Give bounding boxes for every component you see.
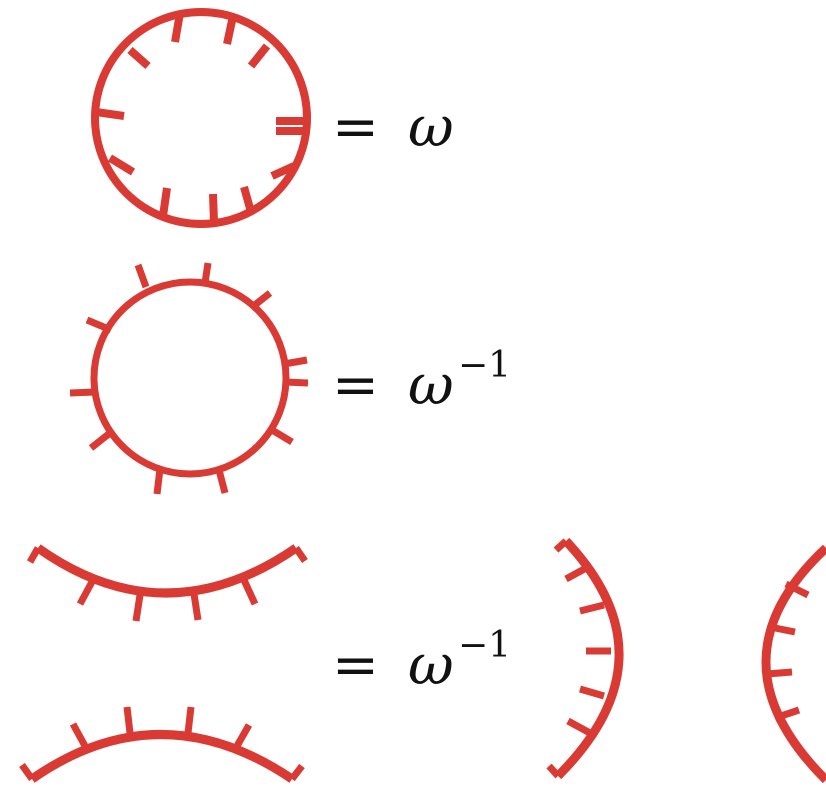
equals-sign: = [332,95,379,160]
arc-ticks [26,546,308,622]
equation-1: = ω [332,95,454,160]
arc-ticks [546,538,611,779]
arc [554,537,624,780]
tick [766,668,793,678]
tick [19,762,35,782]
tick [159,187,171,217]
inward-ticks [95,12,306,224]
exponent: −1 [458,345,511,386]
tick [564,563,590,583]
exponent: −1 [458,625,511,666]
outward-ticks [69,262,309,495]
tick [95,108,125,120]
tick [769,623,796,636]
tick [153,468,164,495]
tick [132,594,144,622]
tick [127,47,151,69]
arc-right-bowed-ticks-inside [546,537,624,780]
tick [247,43,271,69]
omega-symbol: ω [408,95,454,160]
tick [88,430,113,451]
tick [566,717,592,737]
tick [270,426,294,446]
tick [553,538,569,553]
circle-outward-ticks [69,262,309,495]
tick [579,601,605,615]
tick [123,706,134,734]
equals-sign: = [332,353,379,418]
tick [223,15,237,45]
omega-symbol: ω [408,633,454,698]
arc-top-bowed-ticks-outside [19,706,305,783]
tick [773,706,801,722]
circle-inward-ticks [91,8,311,228]
arc-left-bowed-ticks-inside [761,544,826,784]
circle-outline [90,278,290,478]
tick [284,378,309,387]
tick [215,469,229,494]
tick [190,593,202,621]
tick [69,388,96,397]
tick [248,290,273,311]
tick [171,12,184,43]
tick [201,262,212,284]
arc [761,544,826,784]
circle-outline [91,8,311,228]
tick [240,578,259,606]
tick [107,154,136,176]
equation-3: = ω −1 [332,625,511,698]
tick [209,193,218,224]
arc-ticks [766,580,810,722]
arc [29,730,295,783]
tick [85,316,113,334]
tick [134,263,150,289]
equation-2: = ω −1 [332,345,511,418]
omega-symbol: ω [408,353,454,418]
tick [289,763,305,782]
tick [240,185,255,214]
tick [293,546,308,563]
tick [184,706,195,734]
tick [69,722,89,748]
tick [26,546,42,564]
tick [233,723,253,748]
tick [283,356,308,368]
arc [35,544,299,598]
equals-sign: = [332,633,379,698]
tick [579,685,605,700]
tick [270,162,296,180]
tick [784,580,810,599]
arc-ticks [19,706,305,782]
tick [76,578,97,606]
arc-bottom-bowed-ticks-outside [26,544,308,622]
tick [546,763,561,779]
